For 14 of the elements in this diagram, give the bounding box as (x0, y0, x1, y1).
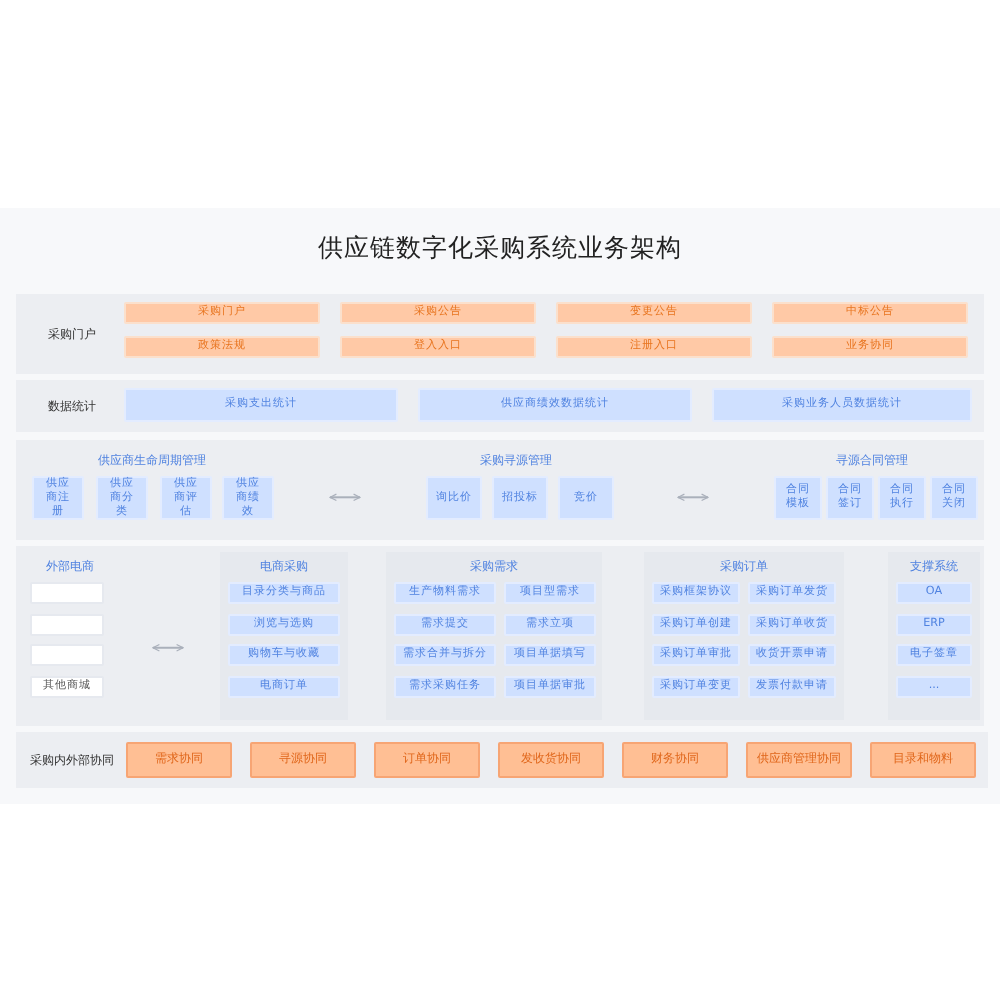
double-arrow (329, 493, 361, 502)
group-panel (220, 552, 348, 720)
group-panel (644, 552, 844, 720)
empty-box (30, 614, 104, 636)
group-panel (386, 552, 602, 720)
double-arrow (677, 493, 709, 502)
double-arrow (152, 643, 184, 652)
empty-box (30, 582, 104, 604)
diagram-title: 供应链数字化采购系统业务架构 (316, 232, 684, 266)
group-panel (888, 552, 980, 720)
section-band (16, 380, 984, 432)
section-band (16, 732, 988, 788)
section-band (16, 294, 984, 374)
empty-box (30, 644, 104, 666)
